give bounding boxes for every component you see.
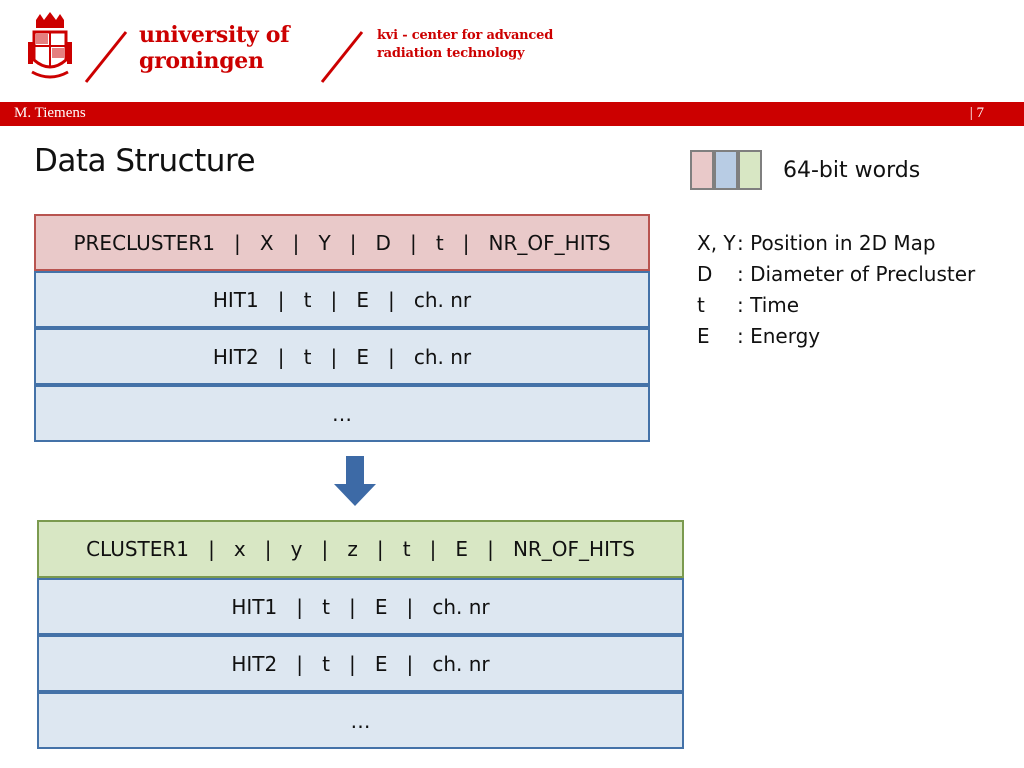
definition-key: X, Y bbox=[697, 231, 736, 255]
cluster-header-row: CLUSTER1 | x | y | z | t | E | NR_OF_HIT… bbox=[37, 520, 684, 578]
precluster-ellipsis-row: … bbox=[34, 385, 650, 442]
author-name: M. Tiemens bbox=[14, 105, 86, 121]
definition-desc: : Energy bbox=[737, 324, 821, 348]
slide-number: | 7 bbox=[969, 105, 984, 121]
cluster-hit-row: HIT2 | t | E | ch. nr bbox=[37, 635, 684, 692]
legend-swatch-precluster bbox=[690, 150, 714, 190]
divider-slash bbox=[320, 31, 364, 83]
legend-swatch-hit bbox=[714, 150, 738, 190]
definition-key: t bbox=[697, 293, 705, 317]
down-arrow-icon bbox=[334, 456, 376, 506]
legend-swatch-cluster bbox=[738, 150, 762, 190]
header-bar bbox=[0, 102, 1024, 126]
precluster-hit-row: HIT2 | t | E | ch. nr bbox=[34, 328, 650, 385]
definition-row: X, Y: Position in 2D Map bbox=[697, 231, 936, 255]
precluster-header-row: PRECLUSTER1 | X | Y | D | t | NR_OF_HITS bbox=[34, 214, 650, 271]
definition-row: t : Time bbox=[697, 293, 799, 317]
cluster-ellipsis-row: … bbox=[37, 692, 684, 749]
university-seal-logo bbox=[28, 12, 72, 79]
legend-label: 64-bit words bbox=[783, 158, 921, 183]
definition-desc: : Diameter of Precluster bbox=[737, 262, 976, 286]
page-title: Data Structure bbox=[34, 143, 256, 179]
definition-desc: : Position in 2D Map bbox=[737, 231, 936, 255]
divider-slash bbox=[84, 31, 128, 83]
university-name: university of groningen bbox=[139, 22, 290, 74]
definition-row: D : Diameter of Precluster bbox=[697, 262, 975, 286]
definition-key: D bbox=[697, 262, 713, 286]
definition-desc: : Time bbox=[737, 293, 800, 317]
definition-key: E bbox=[697, 324, 710, 348]
precluster-hit-row: HIT1 | t | E | ch. nr bbox=[34, 271, 650, 328]
definition-row: E : Energy bbox=[697, 324, 820, 348]
kvi-name: kvi - center for advanced radiation tech… bbox=[377, 28, 554, 61]
cluster-hit-row: HIT1 | t | E | ch. nr bbox=[37, 578, 684, 635]
